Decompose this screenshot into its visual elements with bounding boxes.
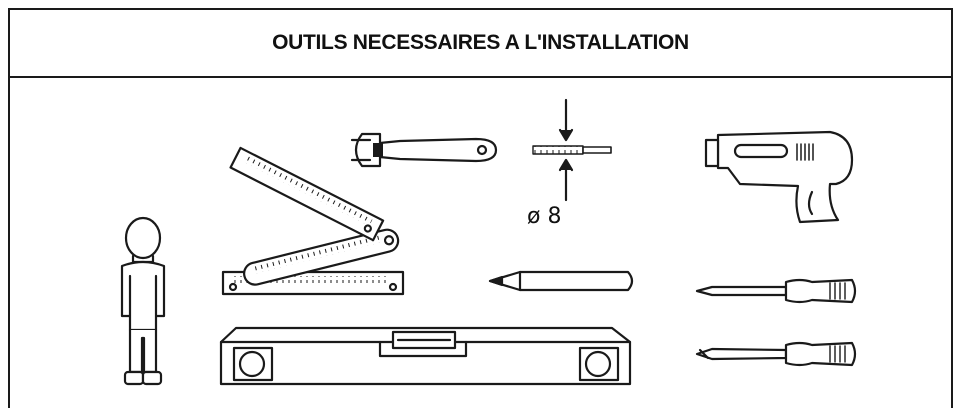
- spirit-level-icon: [219, 326, 632, 386]
- person-icon: [120, 216, 166, 386]
- diagram-frame: OUTILS NECESSAIRES A L'INSTALLATION: [8, 8, 953, 408]
- phillips-screwdriver-icon: [695, 341, 857, 367]
- power-drill-icon: [704, 130, 854, 224]
- diagram-title: OUTILS NECESSAIRES A L'INSTALLATION: [272, 31, 689, 54]
- flat-screwdriver-icon: [695, 278, 857, 304]
- drill-bit-icon: [532, 98, 612, 202]
- folding-ruler-icon: [221, 146, 405, 296]
- drill-bit-diameter-label: ø 8: [527, 204, 562, 229]
- adjustable-wrench-icon: [350, 132, 498, 168]
- pencil-icon: [488, 270, 634, 292]
- title-bar: OUTILS NECESSAIRES A L'INSTALLATION: [10, 10, 951, 78]
